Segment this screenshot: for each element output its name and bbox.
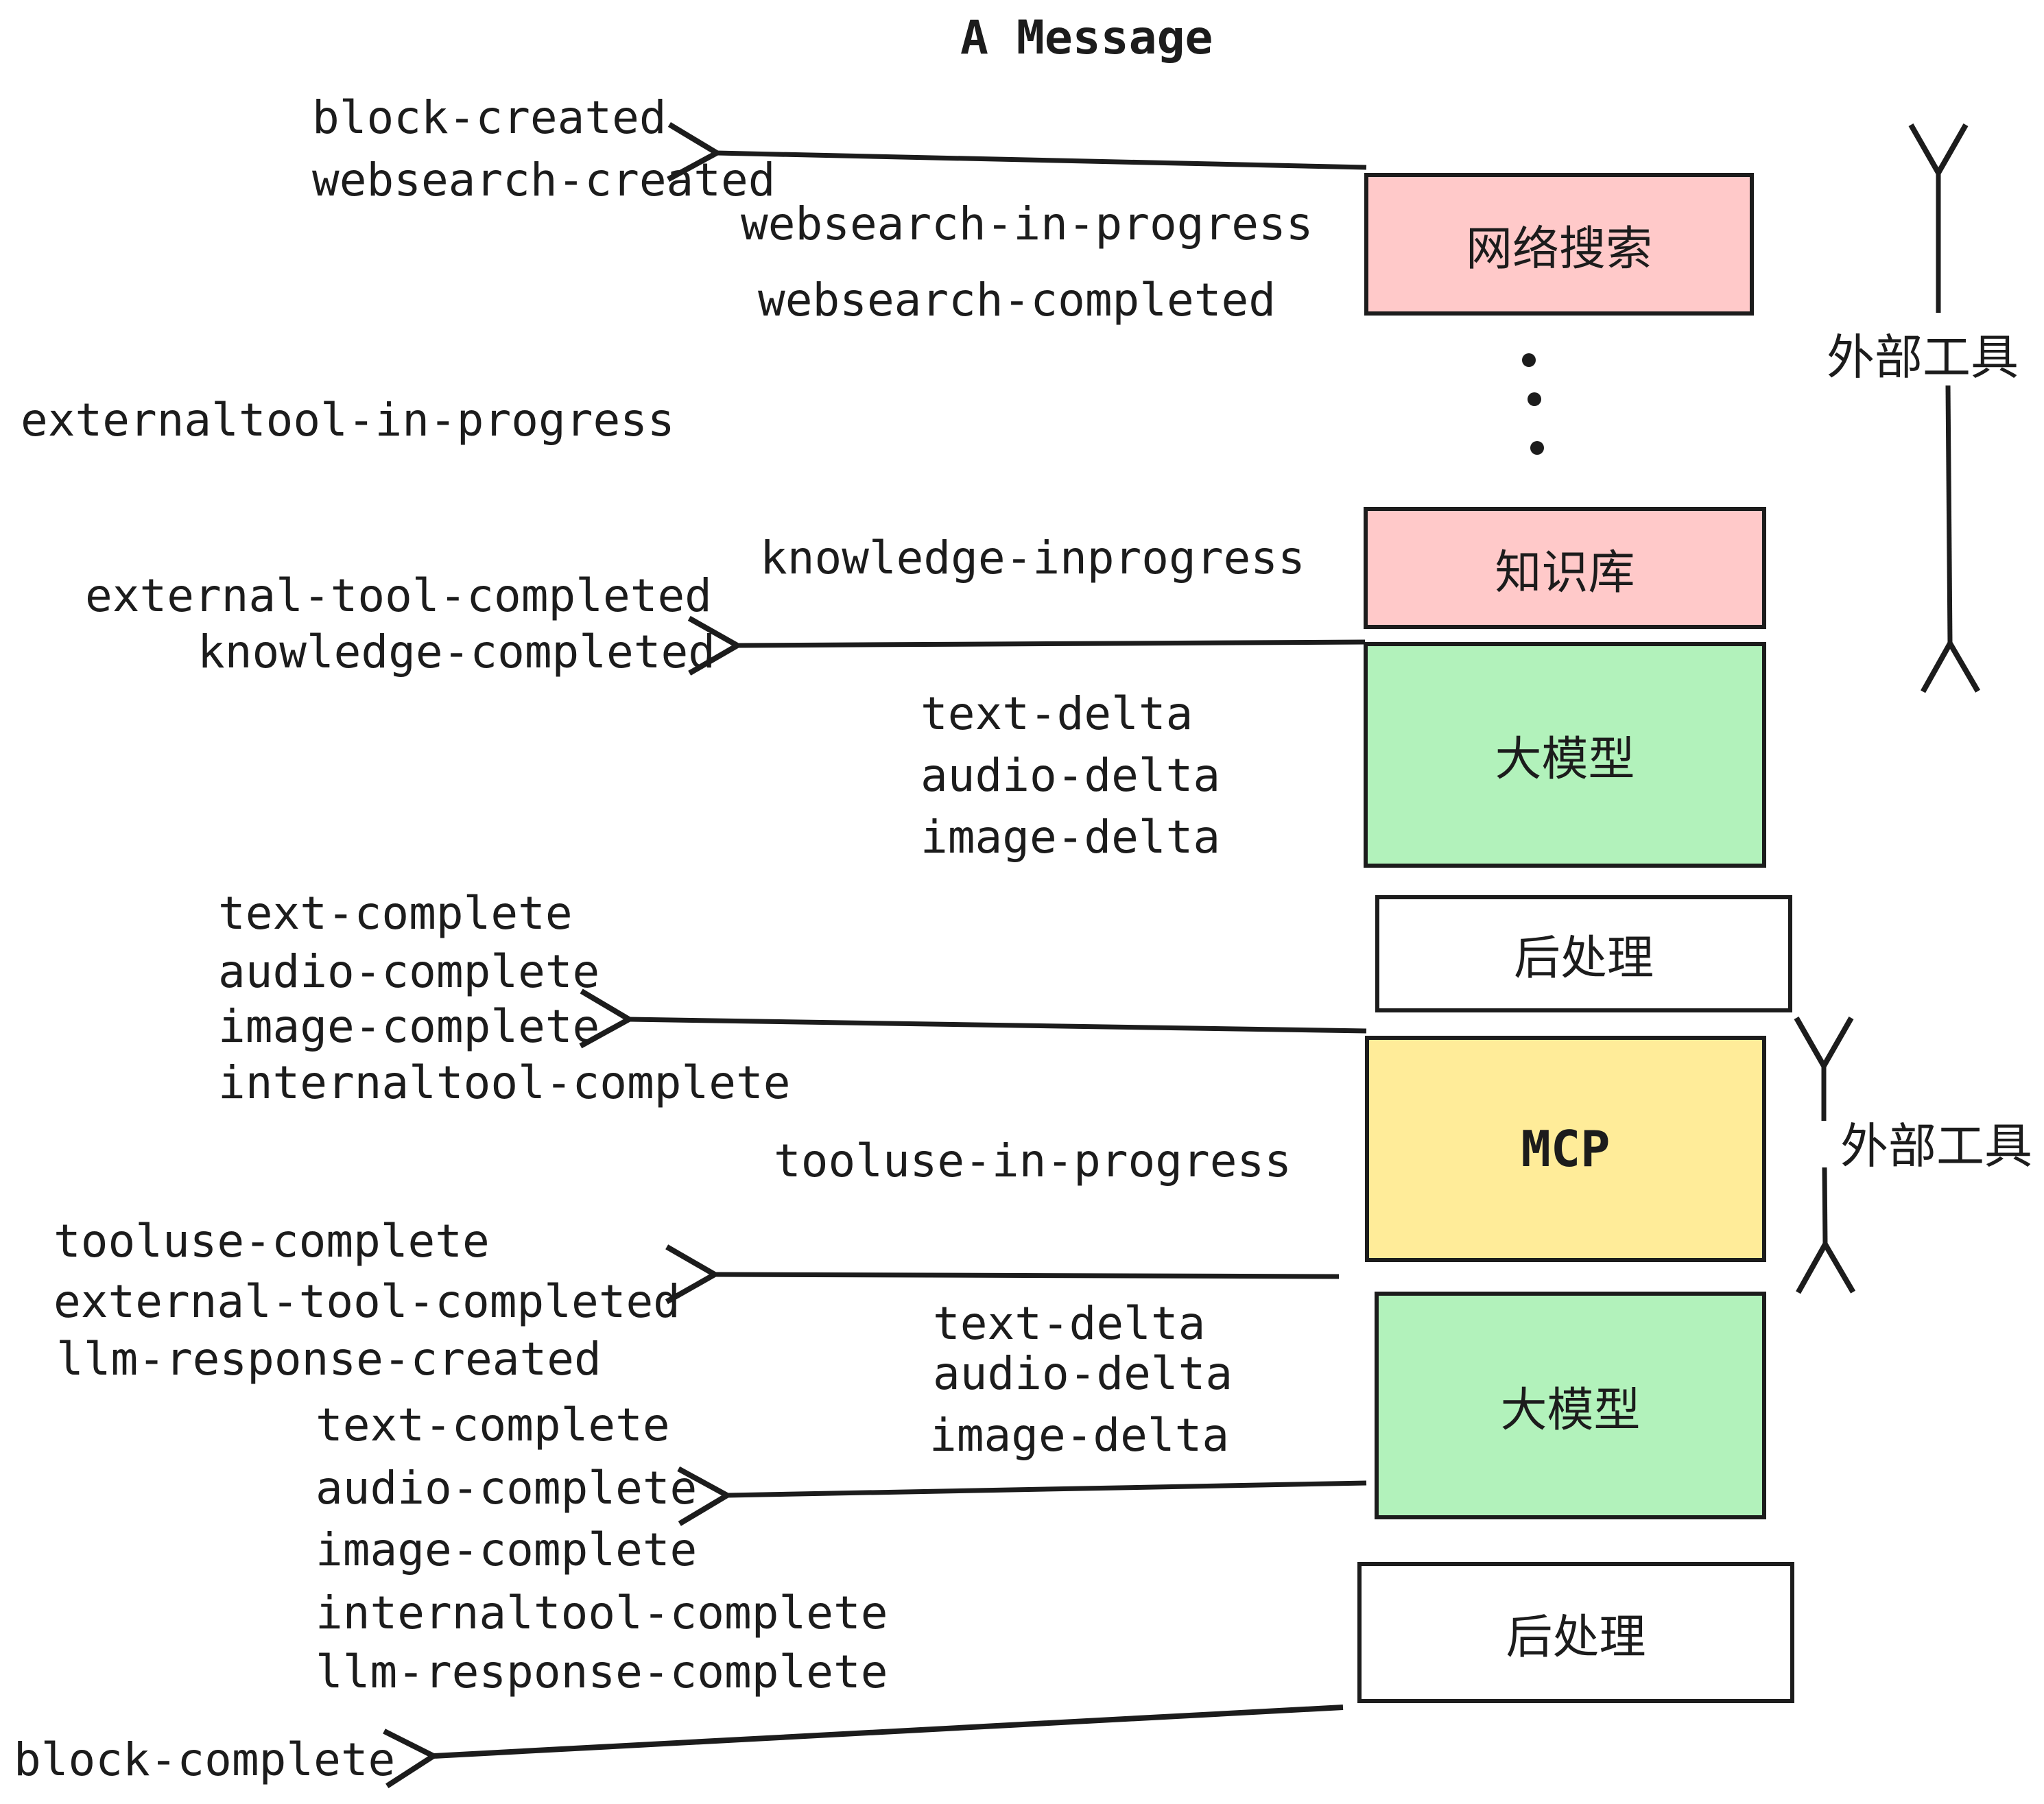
event-label-image-complete-1: image-complete — [218, 1000, 600, 1053]
box-postprocess-1-label: 后处理 — [1513, 931, 1654, 986]
box-knowledge: 知识库 — [1364, 507, 1766, 629]
event-label-audio-delta-1: audio-delta — [920, 749, 1221, 802]
event-label-text-complete-2: text-complete — [316, 1399, 670, 1451]
external-tools-label-bottom: 外部工具 — [1840, 1118, 2032, 1174]
event-label-websearch-completed: websearch-completed — [758, 274, 1276, 327]
event-label-knowledge-inprogress: knowledge-inprogress — [760, 532, 1305, 584]
event-label-text-delta-1: text-delta — [920, 687, 1193, 740]
event-label-externaltool-in-progress: externaltool-in-progress — [21, 394, 675, 447]
box-postprocess-2: 后处理 — [1357, 1562, 1794, 1703]
arrow-knowledge-completed — [737, 642, 1366, 645]
arrow-websearch-created — [717, 153, 1367, 167]
event-label-block-complete: block-complete — [14, 1733, 396, 1786]
box-knowledge-label: 知识库 — [1495, 545, 1635, 600]
box-llm-2: 大模型 — [1375, 1292, 1766, 1519]
event-label-audio-complete-2: audio-complete — [316, 1462, 698, 1515]
box-mcp-label: MCP — [1521, 1120, 1611, 1178]
event-label-block-created: block-created — [312, 91, 667, 144]
event-label-llm-response-complete: llm-response-complete — [316, 1646, 888, 1698]
event-label-tooluse-in-progress: tooluse-in-progress — [774, 1135, 1292, 1187]
external-tools-label-top: 外部工具 — [1827, 329, 2019, 385]
event-label-knowledge-completed: knowledge-completed — [198, 626, 715, 678]
ellipsis-dot — [1522, 353, 1536, 367]
ellipsis-dot — [1528, 392, 1541, 406]
event-label-image-delta-1: image-delta — [920, 811, 1221, 864]
page-title: A Message — [960, 11, 1213, 65]
event-label-audio-delta-2: audio-delta — [933, 1347, 1233, 1400]
arrow-external-tools-top-down — [1948, 385, 1950, 643]
box-websearch-label: 网络搜索 — [1465, 222, 1652, 276]
ellipsis-dot — [1530, 441, 1544, 455]
arrow-tooluse-complete — [715, 1274, 1340, 1277]
event-label-websearch-in-progress: websearch-in-progress — [741, 198, 1314, 250]
box-websearch: 网络搜索 — [1364, 173, 1754, 316]
event-label-audio-complete-1: audio-complete — [218, 945, 600, 998]
event-label-external-tool-completed-2: external-tool-completed — [54, 1275, 680, 1328]
event-label-text-complete-1: text-complete — [218, 887, 573, 940]
event-label-text-delta-2: text-delta — [933, 1297, 1206, 1350]
box-postprocess-2-label: 后处理 — [1506, 1610, 1646, 1665]
event-label-external-tool-completed-1: external-tool-completed — [85, 569, 712, 622]
event-label-llm-response-created: llm-response-created — [56, 1333, 602, 1386]
box-mcp: MCP — [1365, 1036, 1766, 1262]
arrow-audio-complete — [727, 1483, 1367, 1495]
event-label-image-complete-2: image-complete — [316, 1523, 698, 1576]
event-label-websearch-created: websearch-created — [312, 154, 776, 206]
event-label-image-delta-2: image-delta — [929, 1409, 1230, 1462]
event-label-internaltool-complete-2: internaltool-complete — [316, 1587, 888, 1639]
arrow-image-complete — [629, 1019, 1367, 1031]
box-llm-1-label: 大模型 — [1495, 733, 1635, 787]
box-llm-1: 大模型 — [1364, 642, 1766, 868]
event-label-tooluse-complete: tooluse-complete — [54, 1215, 490, 1268]
box-llm-2-label: 大模型 — [1500, 1383, 1641, 1438]
arrow-block-complete — [433, 1705, 1344, 1756]
box-postprocess-1: 后处理 — [1375, 895, 1792, 1012]
event-label-internaltool-complete-1: internaltool-complete — [218, 1056, 791, 1109]
